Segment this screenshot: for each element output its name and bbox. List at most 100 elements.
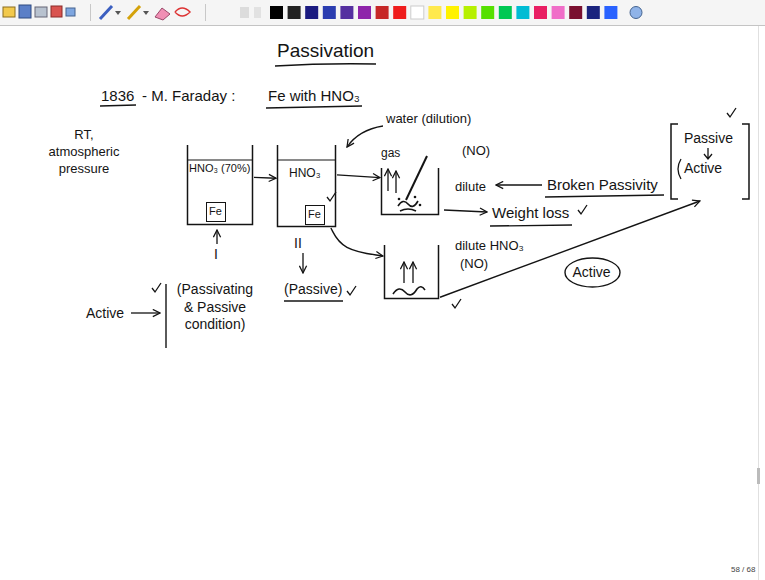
check-mark xyxy=(327,192,336,201)
pointer-arrow xyxy=(496,184,542,185)
gas-arrow xyxy=(387,169,388,191)
color-swatch xyxy=(481,6,494,19)
gas-bubble xyxy=(414,196,417,199)
eraser-icon xyxy=(155,8,170,20)
condition-note: (Passivating & Passive condition) xyxy=(174,281,256,334)
beaker: gas(NO)dilute xyxy=(380,168,440,216)
color-swatch xyxy=(587,6,600,19)
underline xyxy=(545,195,664,197)
color-swatch xyxy=(464,6,477,19)
step-number: I xyxy=(214,246,218,262)
beaker-wall xyxy=(278,145,336,227)
node-text: (NO) xyxy=(462,144,490,159)
node-text: Fe xyxy=(308,208,321,221)
color-swatch xyxy=(604,6,617,19)
boundary-bar xyxy=(165,284,166,348)
check-mark xyxy=(727,108,736,117)
color-swatch xyxy=(534,6,547,19)
iron-sample: Fe xyxy=(305,205,325,225)
node-text: dilute HNO₃ xyxy=(455,239,524,254)
result-note: Weight loss xyxy=(492,204,569,221)
underline xyxy=(490,225,572,226)
node-text: HNO₃ xyxy=(289,167,321,181)
iron-rod xyxy=(406,156,427,200)
color-swatch xyxy=(446,6,459,19)
toolbar-border xyxy=(0,25,765,26)
toolbar-separator xyxy=(205,4,206,21)
highlighter-icon xyxy=(128,6,140,19)
color-swatch xyxy=(393,6,406,19)
gas-bubble xyxy=(398,198,401,201)
author-label: - M. Faraday : xyxy=(142,87,235,104)
liquid-level xyxy=(278,159,336,160)
beaker-outline xyxy=(380,168,440,216)
topic-label: Fe with HNO₃ xyxy=(268,87,360,104)
underline xyxy=(284,300,343,301)
color-swatch xyxy=(569,6,582,19)
process-arrow xyxy=(331,228,383,256)
lasso-icon xyxy=(175,8,190,16)
node-text: (NO) xyxy=(460,257,488,272)
process-arrow xyxy=(254,177,276,179)
parenthesis xyxy=(678,159,681,179)
node-text: Passive xyxy=(684,130,733,146)
toolbar-icon xyxy=(19,5,31,18)
check-mark xyxy=(347,286,356,295)
result-note: Broken Passivity xyxy=(547,176,658,193)
dropdown-arrow xyxy=(143,11,149,15)
node-text: Active xyxy=(684,160,722,176)
slide-title: Passivation xyxy=(277,40,374,62)
pointer-arrow xyxy=(131,312,160,313)
circle-outline xyxy=(565,258,620,287)
toolbar-icon xyxy=(35,7,47,17)
iron-scribble xyxy=(393,287,425,295)
gas-bubble xyxy=(419,204,422,207)
color-swatch xyxy=(340,6,353,19)
color-swatch xyxy=(376,6,389,19)
toolbar-icon xyxy=(3,7,15,17)
liquid-level xyxy=(188,159,253,160)
beaker-outline xyxy=(276,145,337,228)
circled-state: Active xyxy=(564,257,621,288)
beaker: dilute HNO₃(NO) xyxy=(383,245,440,300)
color-swatch xyxy=(411,6,424,19)
node-text: HNO₃ (70%) xyxy=(189,162,250,175)
iron-scribble xyxy=(398,201,418,211)
title-underline xyxy=(275,64,376,66)
toolbar xyxy=(0,0,765,25)
color-swatch xyxy=(288,6,301,19)
condition-note: RT, atmospheric pressure xyxy=(38,127,130,178)
pointer-arrow xyxy=(216,230,217,244)
dropdown-arrow xyxy=(115,11,121,15)
state-bracket: PassiveActive xyxy=(668,122,752,201)
node-text: Active xyxy=(573,264,611,280)
check-mark xyxy=(578,205,587,214)
underline xyxy=(100,105,136,106)
color-swatch xyxy=(305,6,318,19)
color-swatch xyxy=(270,6,283,19)
node-text: dilute xyxy=(455,180,486,195)
down-arrow xyxy=(704,148,712,159)
beaker-wall xyxy=(382,168,439,215)
state-label: Active xyxy=(86,305,124,321)
gas-arrow xyxy=(412,262,413,283)
color-swatch xyxy=(552,6,565,19)
iron-sample: Fe xyxy=(206,202,226,222)
square-bracket xyxy=(671,124,749,199)
toolbar-icon xyxy=(51,6,62,17)
node-text: Fe xyxy=(209,205,222,218)
check-mark xyxy=(452,299,461,308)
node-text: gas xyxy=(381,147,400,161)
step-number: II xyxy=(294,235,302,251)
underline xyxy=(266,106,362,108)
color-swatch xyxy=(499,6,512,19)
check-mark xyxy=(152,283,161,292)
pointer-arrow xyxy=(444,210,487,212)
toolbar-icon xyxy=(240,7,249,18)
gas-arrow xyxy=(395,171,396,193)
toolbar-icon xyxy=(630,7,642,19)
color-swatch xyxy=(323,6,336,19)
color-swatch xyxy=(428,6,441,19)
